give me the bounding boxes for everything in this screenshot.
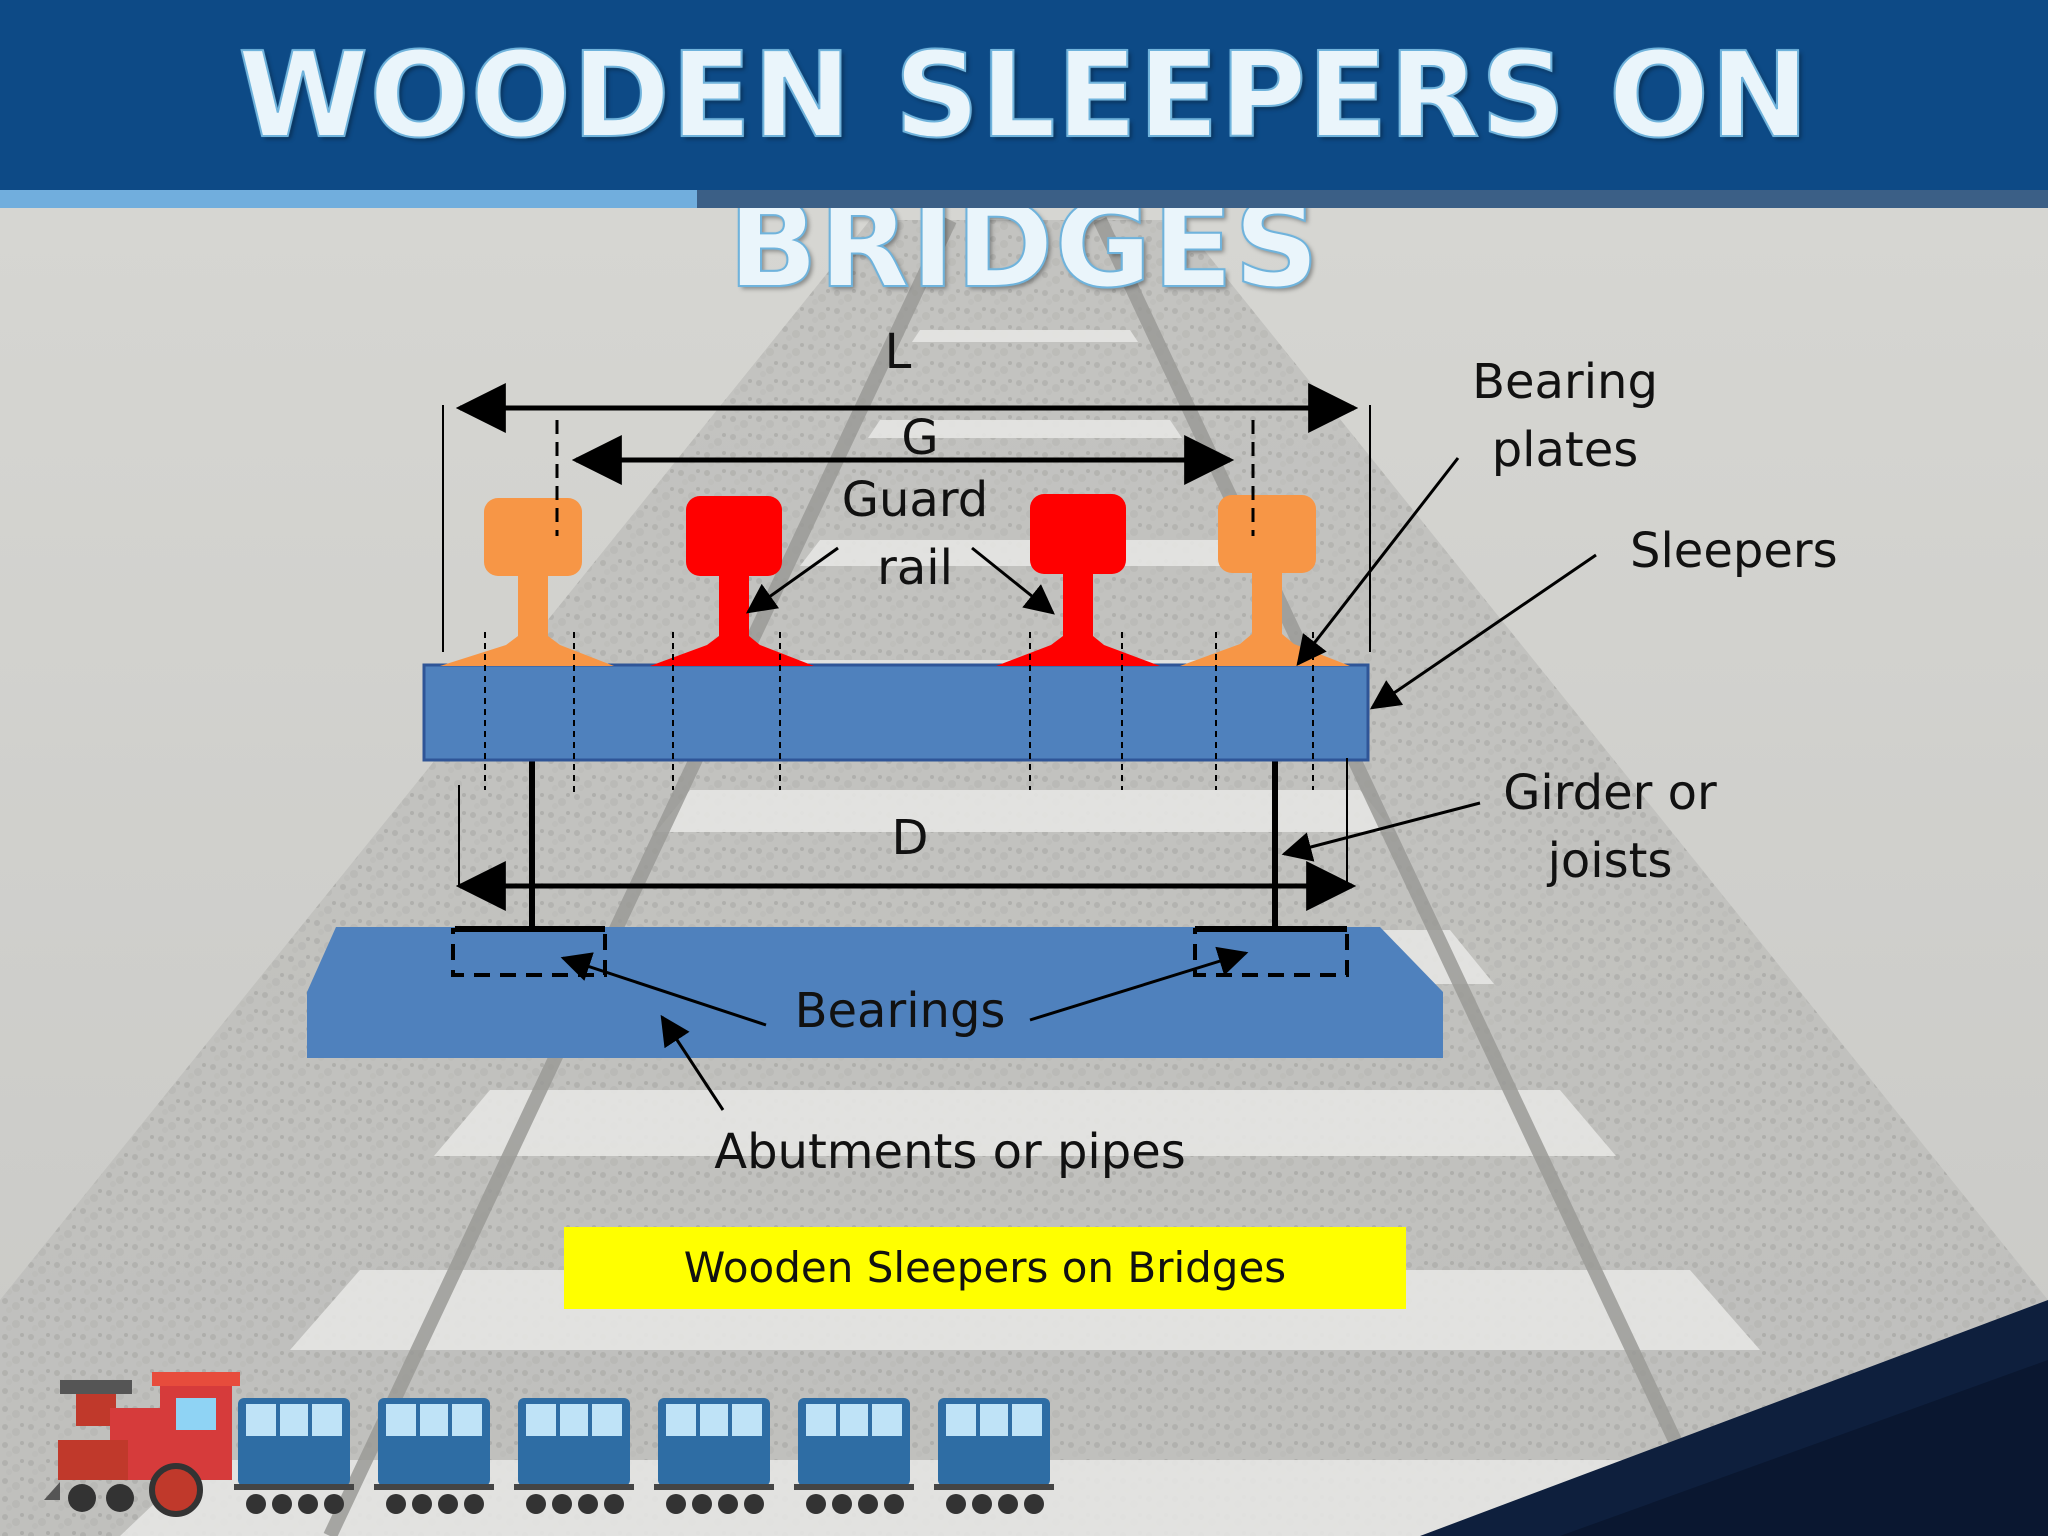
guard-rail-leader-left — [745, 546, 839, 614]
label-girder-1: Girder or — [1503, 765, 1717, 821]
abutments-leader — [660, 1014, 725, 1111]
caption-box: Wooden Sleepers on Bridges — [564, 1227, 1406, 1309]
accent-stripe-dark — [697, 190, 2048, 208]
sleepers-leader — [1369, 553, 1597, 710]
label-guard-rail-2: rail — [877, 540, 953, 596]
label-bearings: Bearings — [794, 983, 1006, 1039]
caption-text: Wooden Sleepers on Bridges — [683, 1243, 1287, 1292]
guard-rail-right — [996, 494, 1160, 666]
title-bar: WOODEN SLEEPERS ON BRIDGES — [0, 0, 2048, 315]
sleeper-beam — [422, 663, 1370, 762]
girder-leader — [1281, 801, 1481, 862]
bearing-left — [451, 928, 607, 977]
label-guard-rail-1: Guard — [841, 472, 989, 528]
label-abutments: Abutments or pipes — [714, 1124, 1186, 1180]
accent-stripe-light — [0, 190, 697, 208]
label-sleepers: Sleepers — [1630, 523, 1838, 579]
bearing-right — [1193, 928, 1349, 977]
label-L: L — [884, 324, 912, 380]
bearing-plates-leader — [1296, 457, 1460, 666]
label-G: G — [901, 410, 939, 466]
main-rail-right — [1180, 495, 1350, 666]
slide-title: WOODEN SLEEPERS ON BRIDGES — [237, 25, 1810, 315]
bearings-leader-left — [560, 952, 767, 1027]
label-D: D — [891, 810, 929, 866]
label-bearing-plates-1: Bearing — [1472, 354, 1658, 410]
bearings-leader-right — [1029, 946, 1249, 1022]
guard-rail-left — [650, 496, 814, 666]
main-rail-left — [440, 498, 614, 666]
label-girder-2: joists — [1547, 833, 1673, 889]
label-bearing-plates-2: plates — [1491, 422, 1639, 478]
guard-rail-leader-right — [971, 546, 1055, 615]
girder-left — [455, 755, 610, 932]
